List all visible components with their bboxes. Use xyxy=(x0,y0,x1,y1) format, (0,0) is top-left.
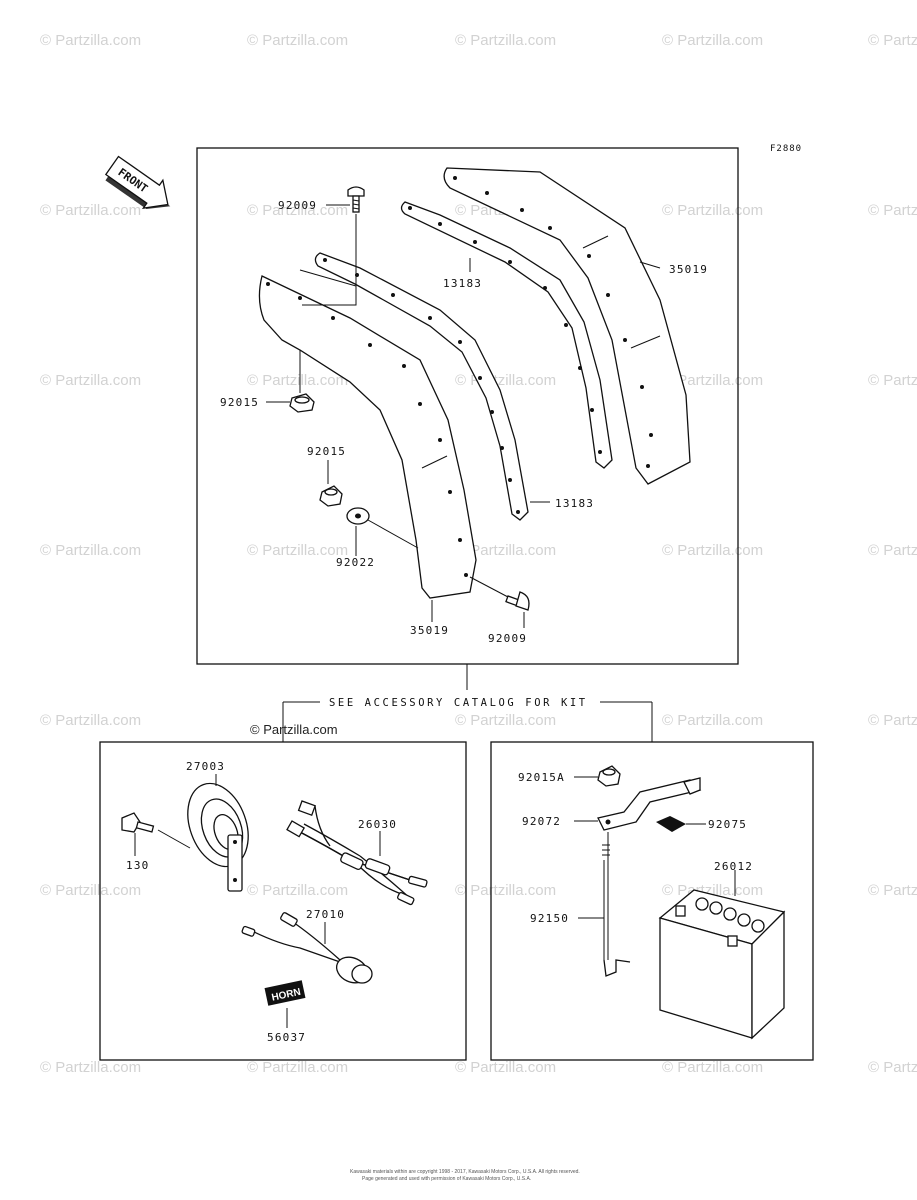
battery-26012 xyxy=(658,889,786,1040)
watermark-text: © Partzilla.com xyxy=(40,32,141,49)
nut-92015A xyxy=(597,765,621,787)
watermark-text: © Partzilla.com xyxy=(662,542,763,559)
watermark-text: © Partzilla.com xyxy=(868,372,917,389)
stay-13183-front xyxy=(314,252,529,521)
label-92015-upper: 92015 xyxy=(220,396,259,409)
watermark-text: © Partzilla.com xyxy=(247,1059,348,1076)
label-26030: 26030 xyxy=(358,818,397,831)
label-92022: 92022 xyxy=(336,556,375,569)
watermark-text: © Partzilla.com xyxy=(868,882,917,899)
watermark-text: © Partzilla.com xyxy=(662,1059,763,1076)
watermark-text: © Partzilla.com xyxy=(662,32,763,49)
label-35019-upper: 35019 xyxy=(669,263,708,276)
label-92015A: 92015A xyxy=(518,771,565,784)
label-27003: 27003 xyxy=(186,760,225,773)
watermark-text: © Partzilla.com xyxy=(247,542,348,559)
watermark-text: © Partzilla.com xyxy=(455,372,556,389)
label-130: 130 xyxy=(126,859,149,872)
watermark-text: © Partzilla.com xyxy=(247,202,348,219)
washer-92022 xyxy=(346,507,370,525)
horn-27003 xyxy=(187,782,249,892)
watermark-text: © Partzilla.com xyxy=(455,882,556,899)
watermark-text: © Partzilla.com xyxy=(455,542,556,559)
watermark-text: © Partzilla.com xyxy=(455,1059,556,1076)
watermark-text: © Partzilla.com xyxy=(868,712,917,729)
watermark-text: © Partzilla.com xyxy=(868,32,917,49)
copyright-line-2: Page generated and used with permission … xyxy=(362,1176,531,1182)
label-92075: 92075 xyxy=(708,818,747,831)
label-26012: 26012 xyxy=(714,860,753,873)
label-13183-lower: 13183 xyxy=(555,497,594,510)
kit-caption: SEE ACCESSORY CATALOG FOR KIT xyxy=(329,697,588,709)
bolt-130 xyxy=(121,812,155,833)
label-92150: 92150 xyxy=(530,912,569,925)
switch-27010 xyxy=(241,912,373,984)
watermark-text: © Partzilla.com xyxy=(455,32,556,49)
watermark-text: © Partzilla.com xyxy=(40,372,141,389)
label-13183-upper: 13183 xyxy=(443,277,482,290)
watermark-text: © Partzilla.com xyxy=(868,202,917,219)
label-92072: 92072 xyxy=(522,815,561,828)
nut-92015-lower xyxy=(319,485,343,507)
watermark-text: © Partzilla.com xyxy=(247,32,348,49)
watermark-text: © Partzilla.com xyxy=(247,882,348,899)
watermark-text: © Partzilla.com xyxy=(868,542,917,559)
bolt-92009-bottom xyxy=(469,576,530,611)
battery-kit-box xyxy=(490,741,814,1061)
label-92015-lower: 92015 xyxy=(307,445,346,458)
watermark-text: © Partzilla.com xyxy=(868,1059,917,1076)
pad-92075 xyxy=(656,816,686,832)
rod-92150 xyxy=(602,832,631,977)
bolt-92009-top xyxy=(347,186,365,213)
watermark-text: © Partzilla.com xyxy=(247,372,348,389)
stay-13183-rear xyxy=(400,201,613,469)
nut-92015-upper xyxy=(289,393,315,413)
label-92009-top: 92009 xyxy=(278,199,317,212)
front-arrow: FRONT xyxy=(104,155,171,210)
label-56037: 56037 xyxy=(267,1031,306,1044)
watermark-text: © Partzilla.com xyxy=(662,712,763,729)
watermark-text: © Partzilla.com xyxy=(40,1059,141,1076)
label-92009-bottom: 92009 xyxy=(488,632,527,645)
watermark-main: © Partzilla.com xyxy=(250,722,338,737)
label-27010: 27010 xyxy=(306,908,345,921)
watermark-text: © Partzilla.com xyxy=(40,202,141,219)
label-35019-lower: 35019 xyxy=(410,624,449,637)
figure-code: F2880 xyxy=(770,144,802,154)
horn-kit-box xyxy=(99,741,467,1061)
watermark-text: © Partzilla.com xyxy=(40,882,141,899)
watermark-text: © Partzilla.com xyxy=(455,712,556,729)
copyright-line-1: Kawasaki materials within are copyright … xyxy=(350,1169,580,1175)
harness-26030 xyxy=(286,800,428,906)
mudguard-35019-rear xyxy=(443,167,691,485)
bracket-92072 xyxy=(597,777,702,831)
watermark-text: © Partzilla.com xyxy=(40,712,141,729)
horn-badge-56037: HORN xyxy=(264,980,306,1006)
watermark-text: © Partzilla.com xyxy=(40,542,141,559)
watermark-text: © Partzilla.com xyxy=(662,202,763,219)
